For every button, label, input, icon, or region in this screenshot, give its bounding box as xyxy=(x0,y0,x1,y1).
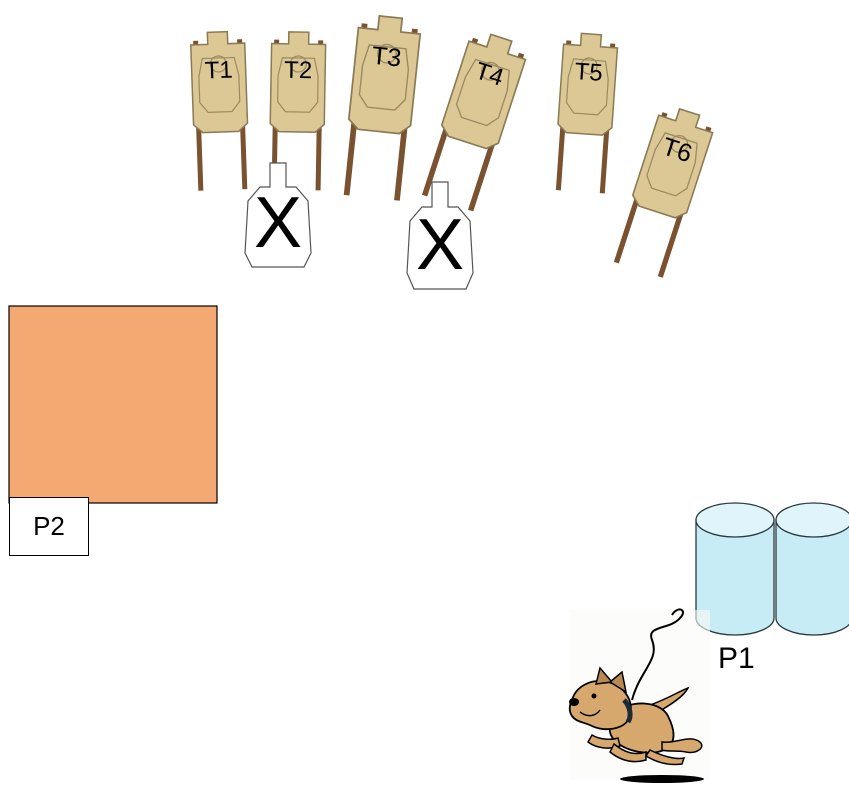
cardboard-target-icon xyxy=(553,32,618,193)
no-shoot-mark: X xyxy=(416,205,464,285)
target-label: T3 xyxy=(370,42,402,73)
dog-on-leash-icon xyxy=(568,608,710,783)
position-p2-label: P2 xyxy=(9,497,89,556)
target-t1: T1 xyxy=(190,31,249,191)
position-p1-label: P1 xyxy=(718,642,755,675)
barrel-icon xyxy=(775,502,849,636)
barrel-icon xyxy=(695,502,775,636)
target-t6: T6 xyxy=(611,103,716,278)
target-label: T1 xyxy=(204,57,233,85)
target-t4: T4 xyxy=(419,29,529,213)
barrels xyxy=(695,502,849,636)
target-t5: T5 xyxy=(553,32,618,193)
target-t2: T2 xyxy=(269,32,326,191)
no-shoot-target-icon xyxy=(406,181,474,290)
no-shoot-target-2: X xyxy=(406,181,474,290)
no-shoot-target-icon xyxy=(244,162,312,268)
cardboard-target-icon xyxy=(611,103,716,278)
no-shoot-mark: X xyxy=(254,183,302,263)
target-label: T2 xyxy=(284,57,312,84)
cardboard-target-icon xyxy=(190,31,249,191)
no-shoot-target-1: X xyxy=(244,162,312,268)
target-label: T5 xyxy=(574,58,604,87)
wall-block xyxy=(8,305,218,504)
target-t3: T3 xyxy=(341,14,422,201)
